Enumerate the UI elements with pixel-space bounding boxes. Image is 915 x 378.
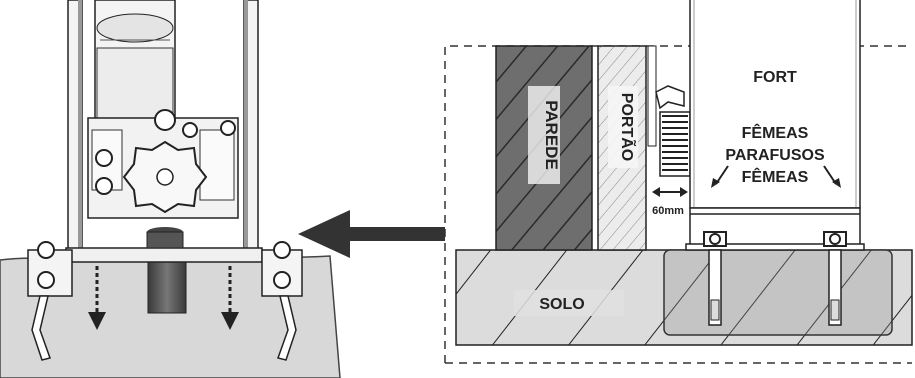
femeas-label-top: FÊMEAS — [742, 123, 809, 142]
nut-icon — [37, 241, 55, 259]
femeas-label-bottom: FÊMEAS — [742, 167, 809, 186]
detail-frame — [444, 45, 912, 363]
bolt-icon — [95, 149, 113, 167]
cross-section: PAREDE PORTÃO FORT FÊMEAS PARAFUSOS FÊME… — [444, 0, 913, 364]
anchor-bolt — [703, 231, 727, 326]
anchor-bracket-left — [27, 241, 73, 361]
anchor-bolt — [823, 231, 847, 326]
nut-icon — [37, 271, 55, 289]
motor-cap — [96, 13, 174, 43]
gate-label: PORTÃO — [618, 93, 638, 161]
anchor-bracket-right — [261, 241, 303, 361]
anchor-bolt — [277, 295, 297, 361]
wall-label: PAREDE — [542, 100, 561, 170]
arrow-down-icon — [221, 266, 239, 330]
motor-housing — [96, 47, 174, 119]
distance-label: 60mm — [652, 205, 684, 217]
gear-rack — [655, 85, 685, 110]
operator-detail — [0, 0, 341, 378]
pinion-gear — [659, 111, 691, 177]
fort-label: FORT — [753, 69, 797, 86]
base-plate — [65, 247, 263, 263]
anchor-bolt — [31, 295, 51, 361]
arrow-down-icon — [88, 266, 106, 330]
release-knob — [122, 140, 208, 214]
distance-marker — [652, 187, 688, 197]
bolt-icon — [182, 122, 198, 138]
concrete-base — [663, 249, 893, 336]
parafusos-label: PARAFUSOS — [725, 147, 825, 164]
soil-label: SOLO — [539, 296, 584, 313]
arrow-left-icon — [298, 210, 445, 258]
nut-icon — [273, 271, 291, 289]
bolt-icon — [95, 177, 113, 195]
bolt-icon — [220, 120, 236, 136]
shaft — [147, 257, 187, 314]
nut-icon — [273, 241, 291, 259]
bolt-icon — [154, 109, 176, 131]
